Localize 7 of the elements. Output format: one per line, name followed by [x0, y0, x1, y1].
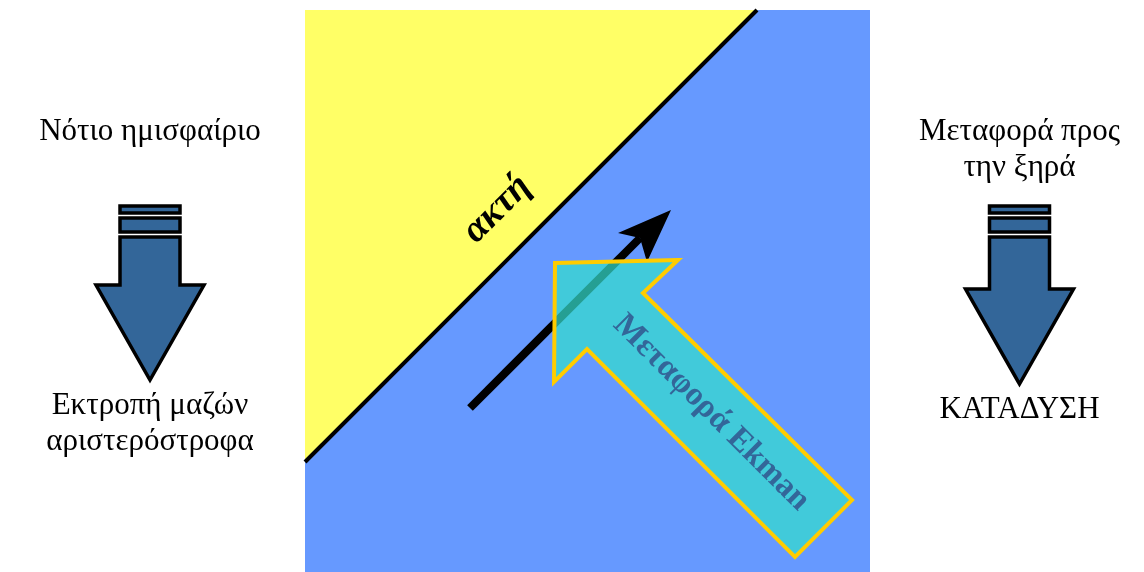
block-arrow: [93, 204, 207, 384]
label-text: Εκτροπή μαζών αριστερόστροφα: [45, 386, 255, 458]
label-text: Νότιο ημισφαίριο: [38, 112, 262, 148]
block-arrow: [962, 204, 1077, 388]
label-text: ΚΑΤΑΔΥΣΗ: [938, 390, 1101, 426]
block-arrow: [552, 258, 856, 560]
label-text: Μεταφορά προς την ξηρά: [918, 112, 1121, 184]
